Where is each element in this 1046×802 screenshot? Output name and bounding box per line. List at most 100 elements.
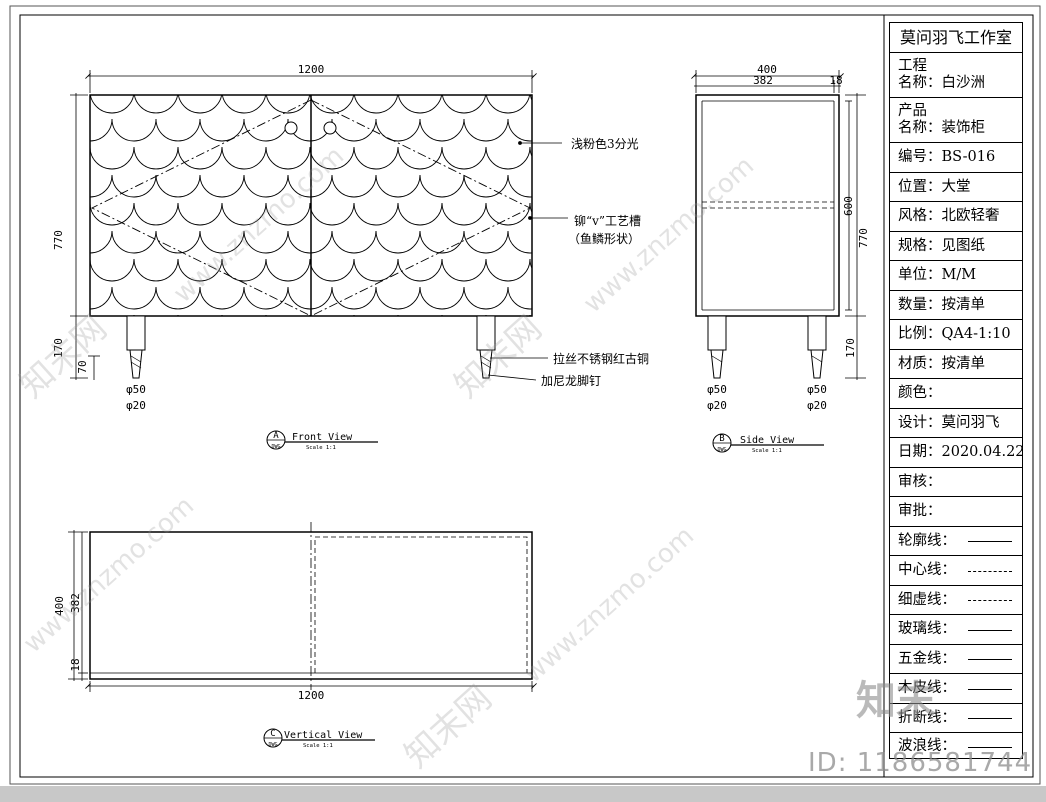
scale-arc <box>441 202 487 226</box>
scale-arc <box>90 95 91 96</box>
scale-arc <box>221 95 267 114</box>
scale-arc <box>133 258 179 282</box>
front-width-dim: 1200 <box>298 63 325 76</box>
front-leg-lower-dim: 70 <box>76 360 89 373</box>
scale-arc <box>397 258 443 282</box>
scale-arc <box>90 202 135 226</box>
scale-arc <box>199 174 245 198</box>
scale-arc <box>463 118 509 142</box>
side-inner-dim: 382 <box>753 74 773 87</box>
scale-arc <box>529 146 532 158</box>
scale-arc <box>441 258 487 282</box>
side-dimensions <box>691 70 866 380</box>
annotation-groove-shape: （鱼鳞形状） <box>568 232 640 246</box>
image-id-watermark: ID: 1186581744 <box>808 748 1033 778</box>
scale-arc <box>397 202 443 226</box>
brand-logo-watermark: 知末 <box>856 678 936 724</box>
tb-legend-glass: 玻璃线： <box>890 615 1022 645</box>
scale-arc <box>111 286 157 310</box>
front-dimensions <box>70 70 537 380</box>
scale-arc <box>485 95 531 114</box>
scale-arc <box>441 95 487 114</box>
scale-arc <box>331 286 377 310</box>
tb-material: 材质：按清单 <box>890 350 1022 379</box>
scale-arc <box>463 230 509 254</box>
front-leaders <box>487 141 568 381</box>
svg-text:B: B <box>719 434 724 444</box>
svg-text:A: A <box>273 431 279 441</box>
side-leg-dim: 170 <box>844 338 857 358</box>
side-inner-height-dim: 600 <box>842 196 855 216</box>
top-inner-dim: 382 <box>69 593 82 613</box>
scale-arc <box>265 95 311 114</box>
fish-scale-pattern <box>90 95 532 316</box>
scale-arc <box>309 146 355 170</box>
scale-arc <box>265 258 311 282</box>
svg-text:C: C <box>270 729 275 739</box>
scale-arc <box>353 258 399 282</box>
tb-quantity: 数量：按清单 <box>890 291 1022 320</box>
front-leg-dia-inner: φ20 <box>126 399 146 412</box>
scale-arc <box>90 286 113 310</box>
front-leg-right <box>476 315 496 379</box>
tb-scale: 比例：QA4-1:10 <box>890 320 1022 350</box>
tb-date: 日期：2020.04.22 <box>890 438 1022 468</box>
front-height-dim: 770 <box>52 230 65 250</box>
svg-text:Scale 1:1: Scale 1:1 <box>306 445 336 451</box>
tb-approve: 审批： <box>890 497 1022 527</box>
side-dia-outer-left: φ50 <box>707 383 727 396</box>
outer-border <box>9 5 1041 785</box>
scale-arc <box>485 258 531 282</box>
handle-hole-left <box>284 121 298 135</box>
scale-arc <box>177 95 223 114</box>
v-groove-left <box>90 99 312 317</box>
scale-arc <box>353 146 399 170</box>
svg-text:DWG: DWG <box>717 447 726 453</box>
scale-arc <box>397 314 443 316</box>
tb-legend-center: 中心线： <box>890 556 1022 586</box>
scale-arc <box>331 230 377 254</box>
scale-arc <box>243 286 289 310</box>
scale-arc <box>397 95 443 114</box>
scale-arc <box>90 258 135 282</box>
svg-text:DWG: DWG <box>268 742 277 748</box>
scale-arc <box>221 146 267 170</box>
scale-arc <box>155 230 201 254</box>
tb-spec: 规格：见图纸 <box>890 232 1022 261</box>
annotation-groove: 铆“v”工艺槽 <box>574 213 641 228</box>
scale-arc <box>507 118 532 142</box>
scale-arc <box>375 286 421 310</box>
scale-arc <box>90 259 91 264</box>
scale-arc <box>155 286 201 310</box>
side-dia-inner-right: φ20 <box>807 399 827 412</box>
side-leg-left <box>707 315 727 379</box>
scale-arc <box>375 118 421 142</box>
tb-location: 位置：大堂 <box>890 173 1022 202</box>
scale-arc <box>529 258 532 270</box>
side-view: 400 382 18 600 770 170 φ50 φ20 φ50 φ20 B… <box>691 63 870 454</box>
front-view: 1200 770 170 70 φ50 φ20 浅粉色3分光 铆“v”工艺槽 （… <box>52 63 649 451</box>
v-groove-right <box>310 99 532 317</box>
scale-arc <box>331 118 377 142</box>
tb-legend-break: 折断线： <box>890 704 1022 733</box>
scale-arc <box>507 174 532 198</box>
scale-arc <box>90 315 91 316</box>
scale-arc <box>419 230 465 254</box>
tb-legend-wave: 波浪线： <box>890 733 1022 760</box>
scale-arc <box>133 202 179 226</box>
scale-arc <box>265 314 311 316</box>
annotation-finish: 浅粉色3分光 <box>571 137 639 151</box>
scale-arc <box>309 258 355 282</box>
scale-arc <box>177 146 223 170</box>
scale-arc <box>529 95 532 102</box>
tb-unit: 单位：M/M <box>890 261 1022 291</box>
scale-arc <box>265 146 311 170</box>
scale-arc <box>90 203 91 208</box>
bottom-bar <box>0 786 1046 802</box>
tb-legend-dash: 细虚线： <box>890 586 1022 615</box>
tb-studio: 莫问羽飞工作室 <box>890 23 1022 53</box>
top-depth-dim: 400 <box>53 596 66 616</box>
scale-arc <box>111 118 157 142</box>
scale-arc <box>177 314 223 316</box>
scale-arc <box>243 118 289 142</box>
